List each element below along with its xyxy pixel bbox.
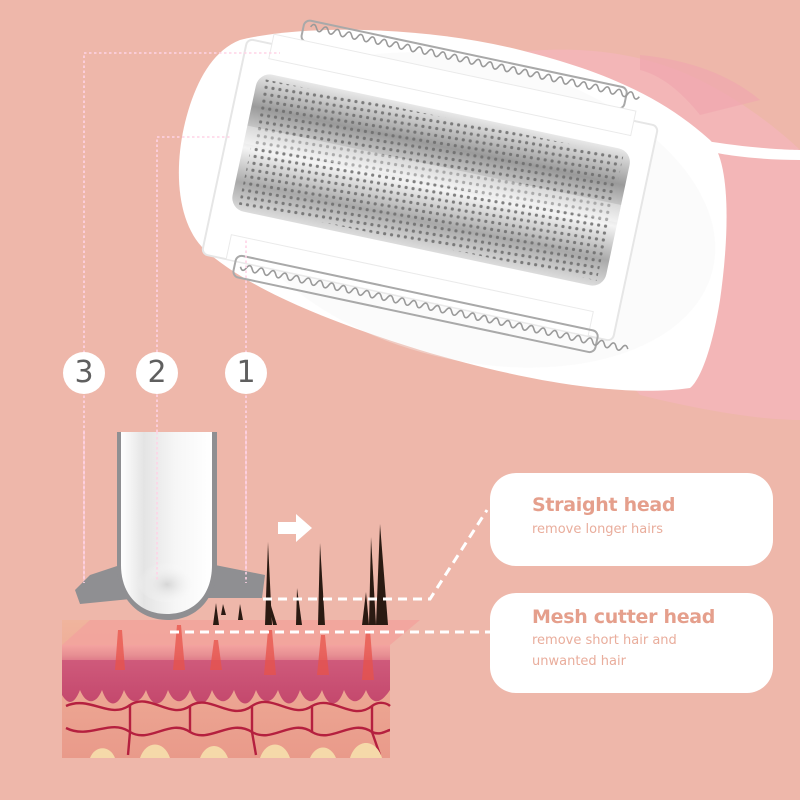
connector-straight-head bbox=[263, 509, 489, 601]
arrow-right-icon bbox=[278, 514, 312, 542]
feature-description-line-1: remove short hair and bbox=[532, 633, 677, 648]
mesh-cutter-cylinder bbox=[232, 74, 630, 286]
feature-card-mesh-cutter-head: Mesh cutter head remove short hair and u… bbox=[490, 593, 773, 693]
leader-lines bbox=[83, 52, 280, 583]
skin-cross-section bbox=[62, 620, 420, 758]
callout-badge-2: 2 bbox=[136, 352, 178, 394]
feature-title: Mesh cutter head bbox=[532, 606, 716, 628]
badge-number: 2 bbox=[147, 355, 167, 390]
callout-badge-3: 3 bbox=[63, 352, 105, 394]
badge-number: 1 bbox=[236, 355, 256, 390]
dashed-connectors bbox=[170, 509, 492, 634]
feature-card-straight-head: Straight head remove longer hairs bbox=[490, 473, 773, 566]
leader-line-2 bbox=[156, 136, 232, 582]
hair-follicles bbox=[115, 625, 374, 680]
feature-description: remove longer hairs bbox=[532, 522, 663, 537]
feature-description-line-2: unwanted hair bbox=[532, 654, 626, 669]
fat-lobules bbox=[90, 743, 382, 758]
hairs bbox=[213, 524, 388, 625]
callout-badge-1: 1 bbox=[225, 352, 267, 394]
bottom-comb-teeth bbox=[232, 254, 629, 354]
badge-number: 3 bbox=[74, 355, 94, 390]
leader-lines-over bbox=[83, 432, 247, 583]
leader-line-3 bbox=[83, 52, 280, 583]
feature-title: Straight head bbox=[532, 494, 676, 516]
shaver-profile bbox=[75, 432, 265, 620]
